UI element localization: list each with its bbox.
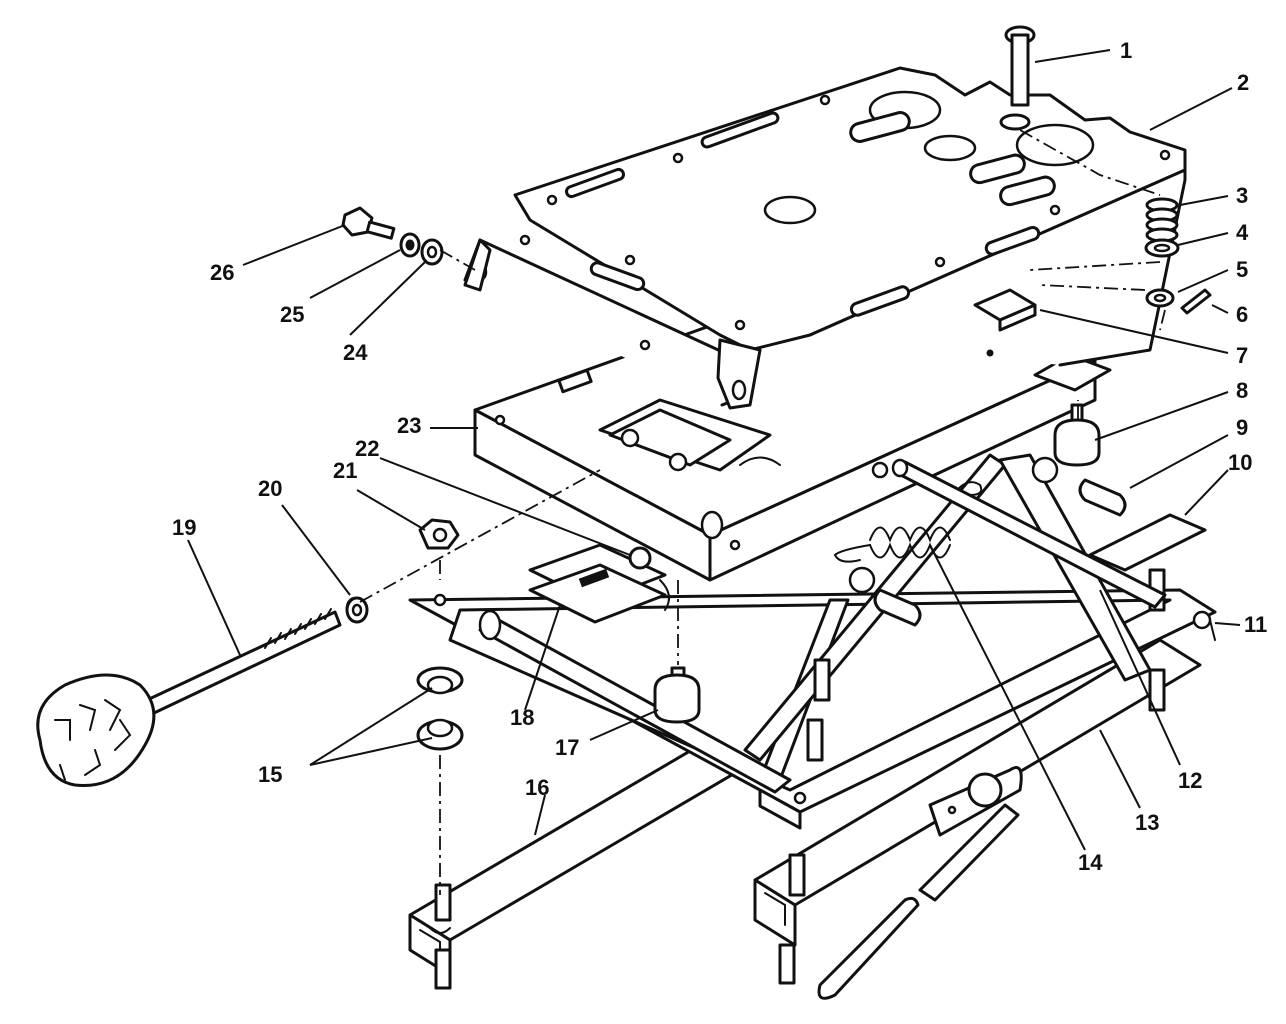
callout-labels: 1 2 3 4 5 6 7 8 9 10 11 12 13 14 15 16 1… — [172, 38, 1267, 875]
callout-13: 13 — [1135, 810, 1159, 835]
callout-9: 9 — [1236, 415, 1248, 440]
bushing-pair — [416, 666, 464, 751]
callout-18: 18 — [510, 705, 534, 730]
callout-11: 11 — [1244, 612, 1267, 637]
callout-22: 22 — [355, 436, 379, 461]
callout-25: 25 — [280, 302, 304, 327]
callout-4: 4 — [1236, 220, 1249, 245]
callout-20: 20 — [258, 476, 282, 501]
callout-19: 19 — [172, 515, 196, 540]
callout-2: 2 — [1237, 70, 1249, 95]
upper-bumper — [1031, 403, 1101, 484]
knob-washer — [345, 596, 369, 624]
latch-bracket — [973, 288, 1037, 357]
pivot-rod — [891, 458, 1167, 609]
cotter-pin — [1180, 288, 1212, 315]
callout-8: 8 — [1236, 378, 1248, 403]
callout-21: 21 — [333, 458, 357, 483]
callout-7: 7 — [1236, 343, 1248, 368]
compression-spring — [1144, 197, 1180, 258]
hex-nut — [418, 518, 460, 550]
callout-5: 5 — [1236, 257, 1248, 282]
slide-bolt — [628, 546, 652, 570]
spacer-washer — [399, 232, 421, 258]
seat-mounting-plate — [463, 66, 1187, 410]
leader-lines — [187, 49, 1241, 851]
callout-3: 3 — [1236, 183, 1248, 208]
callout-15: 15 — [258, 762, 282, 787]
callout-24: 24 — [343, 340, 368, 365]
lock-washer — [1145, 288, 1175, 308]
flat-washer — [420, 238, 444, 266]
left-base-rail — [408, 708, 802, 990]
adjuster-knob-assembly — [36, 596, 365, 787]
callout-23: 23 — [397, 413, 421, 438]
callout-14: 14 — [1078, 850, 1103, 875]
clevis-pin — [999, 25, 1036, 131]
callout-12: 12 — [1178, 768, 1202, 793]
rubber-bumper — [653, 666, 701, 724]
callout-26: 26 — [210, 260, 234, 285]
adjuster-plate — [1088, 513, 1207, 572]
callout-1: 1 — [1120, 38, 1132, 63]
callout-16: 16 — [525, 775, 549, 800]
slide-plate — [528, 543, 670, 624]
cross-tube — [478, 609, 792, 794]
shoulder-bolt — [341, 206, 396, 240]
callout-6: 6 — [1236, 302, 1248, 327]
callout-10: 10 — [1228, 450, 1252, 475]
release-lever — [817, 766, 1023, 1000]
alignment-lines — [359, 129, 1166, 895]
callout-17: 17 — [555, 735, 579, 760]
right-base-rail — [753, 638, 1202, 985]
roller-spacer — [848, 478, 1127, 627]
